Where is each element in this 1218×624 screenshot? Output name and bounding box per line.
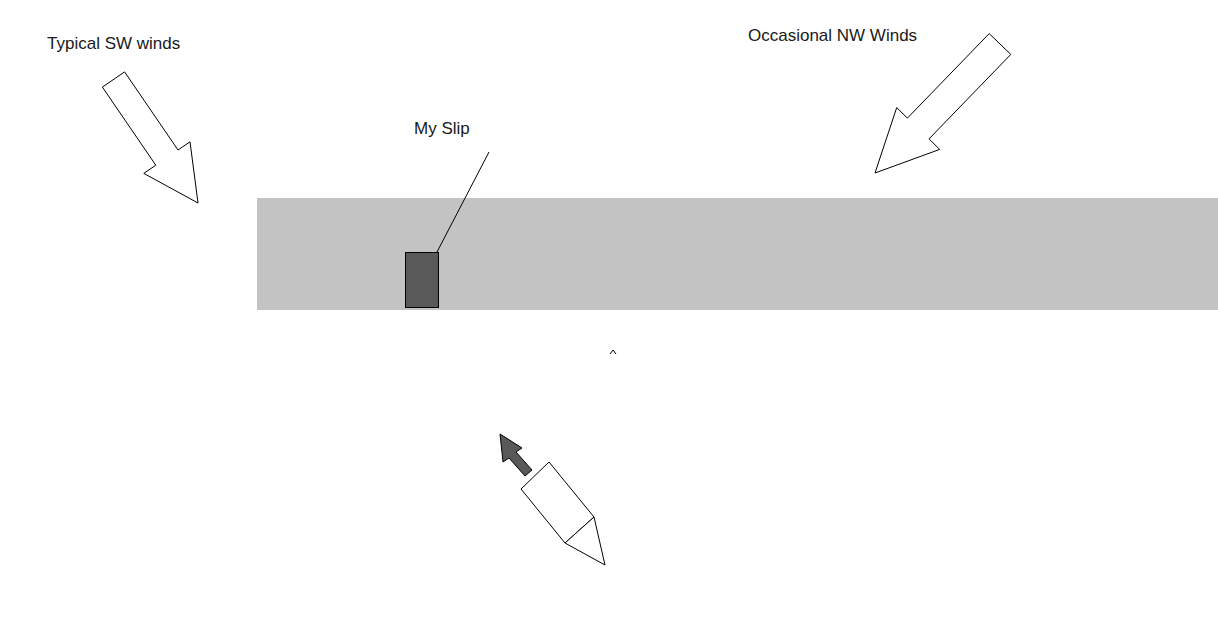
leader-line — [437, 152, 489, 252]
sw-wind-arrow — [102, 72, 198, 203]
boat-symbol — [500, 434, 605, 565]
nw-wind-arrow — [875, 34, 1011, 173]
text-label: Typical SW winds — [47, 34, 180, 54]
text-label: My Slip — [414, 119, 470, 139]
heading-arrow — [500, 434, 532, 476]
text-label: Occasional NW Winds — [748, 26, 917, 46]
slip-rectangle — [406, 253, 439, 308]
dock-band — [257, 198, 1218, 310]
caret-mark — [610, 350, 616, 354]
